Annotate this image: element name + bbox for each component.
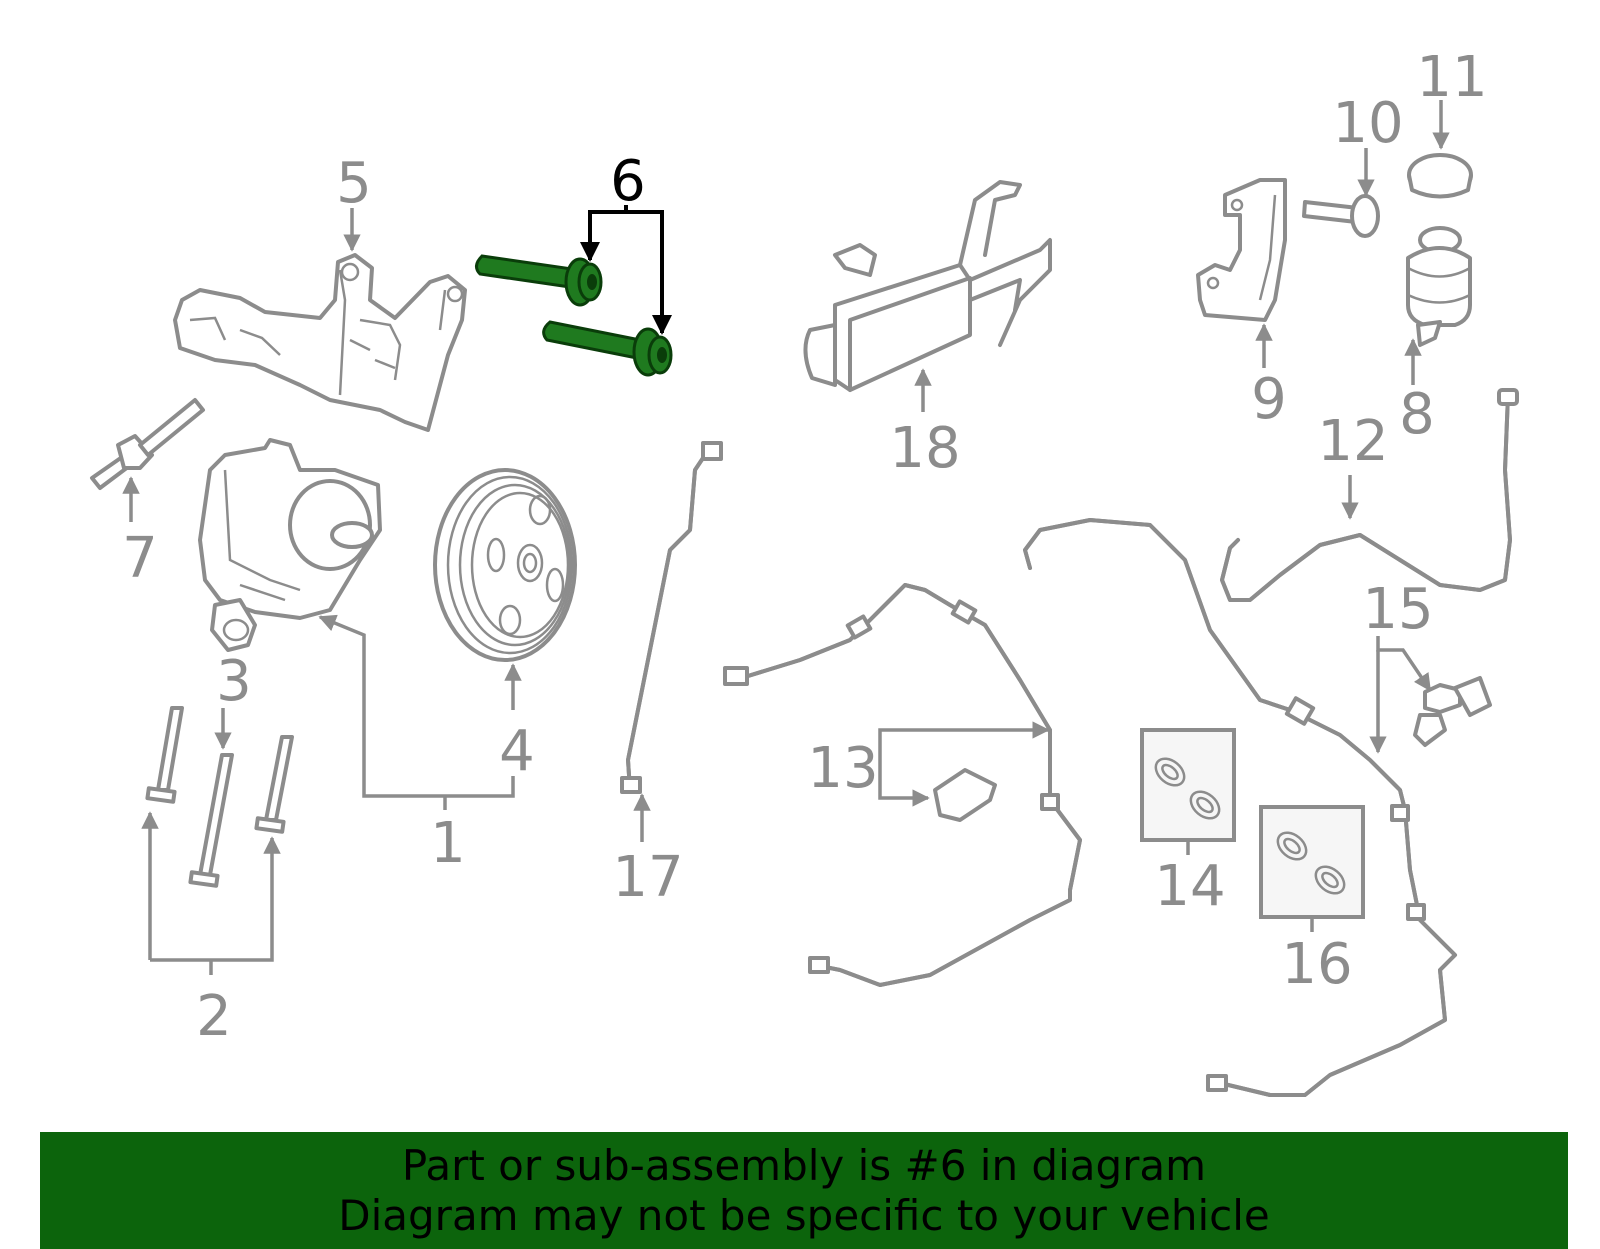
callout-8: 8 — [1399, 382, 1435, 447]
pump-bolts[interactable] — [145, 706, 294, 888]
callout-7: 7 — [122, 526, 158, 591]
seal-kit-14[interactable] — [1140, 728, 1236, 842]
reservoir-bracket[interactable] — [1196, 178, 1287, 322]
fluid-reservoir[interactable] — [1406, 226, 1472, 347]
highlight-leader — [580, 205, 672, 335]
callout-11: 11 — [1416, 45, 1487, 110]
callout-5: 5 — [336, 151, 372, 216]
leader-lines — [122, 100, 1450, 975]
pressure-hose[interactable] — [1023, 518, 1457, 1097]
seal-kit-16[interactable] — [1259, 805, 1365, 919]
reservoir-cap[interactable] — [1407, 153, 1473, 199]
return-line[interactable] — [620, 441, 723, 794]
banner-line-2: Diagram may not be specific to your vehi… — [338, 1191, 1270, 1240]
callout-3: 3 — [216, 649, 252, 714]
callout-1: 1 — [430, 811, 466, 876]
callout-6: 6 — [610, 149, 646, 214]
callout-12: 12 — [1317, 409, 1388, 474]
stud[interactable] — [90, 398, 205, 490]
hose-clip[interactable] — [1413, 676, 1492, 747]
highlighted-bolts[interactable] — [475, 254, 673, 377]
callout-14: 14 — [1154, 854, 1225, 919]
reservoir-bolt[interactable] — [1302, 194, 1380, 238]
pump-bracket[interactable] — [173, 253, 467, 432]
banner-line-1: Part or sub-assembly is #6 in diagram — [401, 1141, 1207, 1190]
pressure-line[interactable] — [723, 583, 1082, 987]
power-steering-pump[interactable] — [198, 438, 382, 652]
callout-18: 18 — [889, 416, 960, 481]
callout-13: 13 — [807, 736, 878, 801]
bolt-lower[interactable] — [542, 320, 673, 377]
callout-labels: 1 2 3 4 5 6 7 8 9 10 11 12 13 14 15 16 1… — [122, 45, 1487, 1049]
bolt-upper[interactable] — [475, 254, 603, 307]
pulley[interactable] — [433, 468, 577, 662]
callout-9: 9 — [1251, 367, 1287, 432]
oil-cooler[interactable] — [803, 180, 1052, 392]
callout-15: 15 — [1362, 577, 1433, 642]
info-banner: Part or sub-assembly is #6 in diagram Di… — [40, 1132, 1568, 1249]
callout-17: 17 — [612, 845, 683, 910]
callout-10: 10 — [1332, 91, 1403, 156]
callout-16: 16 — [1281, 932, 1352, 997]
callout-2: 2 — [196, 984, 232, 1049]
reservoir-hose[interactable] — [1220, 388, 1519, 602]
callout-4: 4 — [499, 719, 535, 784]
